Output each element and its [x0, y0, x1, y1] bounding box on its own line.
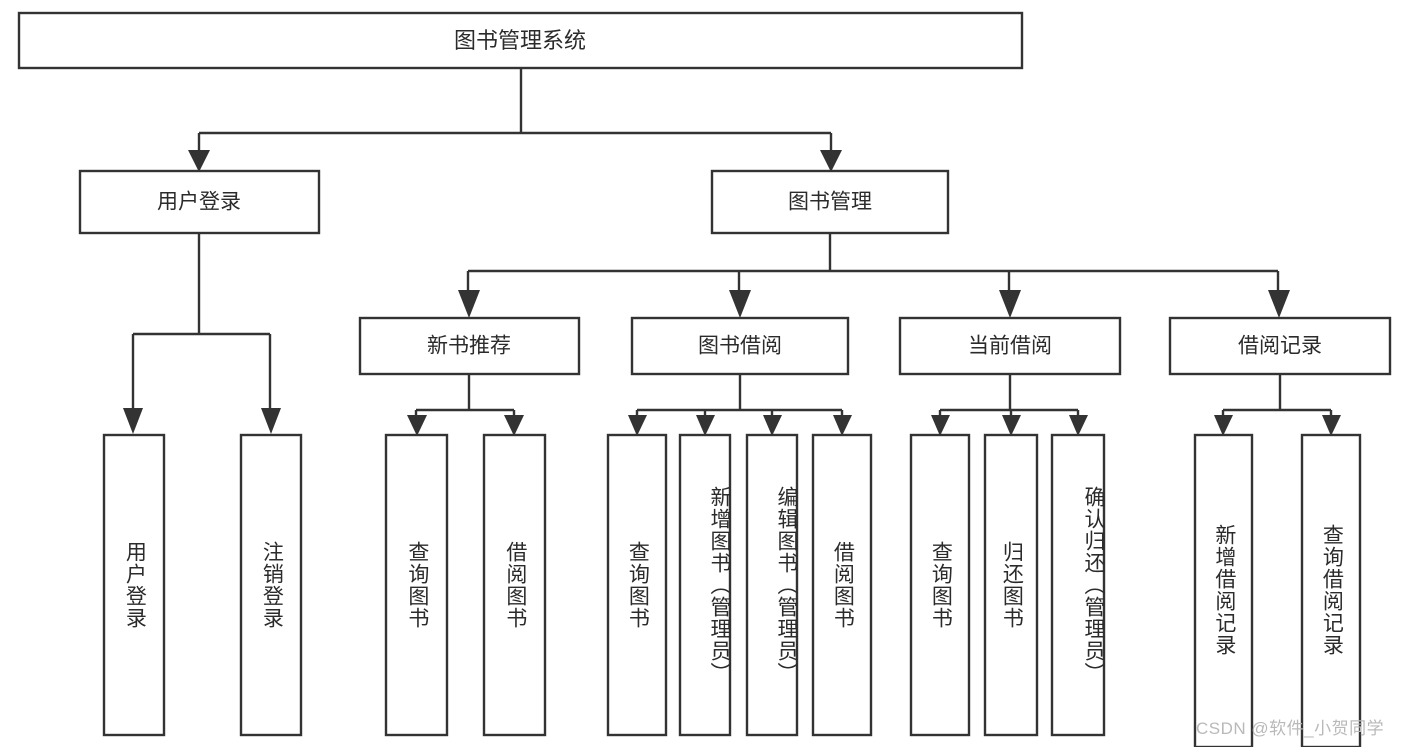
node-current-borrow-box[interactable]	[898, 316, 1122, 376]
arrow-to-book-borrow	[729, 290, 751, 318]
node-leaf-add-book-box[interactable]	[678, 433, 732, 737]
node-book-manage[interactable]: 图书管理	[710, 169, 950, 235]
node-leaf-edit-book-box[interactable]	[745, 433, 799, 737]
node-book-manage-label: 图书管理	[788, 191, 872, 214]
arrow-to-leaf-query-book-3	[931, 415, 950, 436]
arrow-to-leaf-return-book	[1002, 415, 1021, 436]
node-book-borrow[interactable]: 图书借阅	[630, 316, 850, 376]
node-new-book-recommend[interactable]: 新书推荐	[358, 316, 581, 376]
arrow-to-leaf-add-record	[1214, 415, 1233, 436]
arrow-to-current-borrow	[999, 290, 1021, 318]
node-leaf-return-book-box[interactable]	[983, 433, 1039, 737]
edge-bookborrow-bus	[635, 374, 844, 420]
edge-userlogin-bus	[131, 233, 272, 408]
arrow-to-new-book-recommend	[458, 290, 480, 318]
node-leaf-query-book-1-box[interactable]	[384, 433, 449, 737]
node-user-login[interactable]: 用户登录	[78, 169, 321, 235]
arrowheads-layer	[123, 150, 1341, 436]
edge-newbook-bus	[414, 374, 516, 420]
arrow-to-leaf-user-login	[123, 408, 143, 434]
node-borrow-record-label: 借阅记录	[1238, 335, 1322, 358]
arrow-to-leaf-logout	[261, 408, 281, 434]
arrow-to-leaf-borrow-book-2	[833, 415, 852, 436]
node-book-manage-box[interactable]	[710, 169, 950, 235]
node-leaf-query-book-2-box[interactable]	[606, 433, 668, 737]
node-current-borrow[interactable]: 当前借阅	[898, 316, 1122, 376]
node-root[interactable]: 图书管理系统	[17, 11, 1024, 70]
csdn-watermark: CSDN @软件_小贺同学	[1196, 719, 1385, 738]
arrow-to-book-manage	[820, 150, 842, 172]
arrow-to-leaf-borrow-book-1	[504, 415, 524, 436]
node-leaf-confirm-return-box[interactable]	[1050, 433, 1106, 737]
arrow-to-leaf-query-record	[1322, 415, 1341, 436]
arrow-to-user-login	[188, 150, 210, 172]
node-user-login-label: 用户登录	[157, 191, 241, 214]
node-leaf-logout-box[interactable]	[239, 433, 303, 737]
node-leaf-borrow-book-2-box[interactable]	[811, 433, 873, 737]
node-leaf-borrow-book-1-box[interactable]	[482, 433, 547, 737]
node-root-label: 图书管理系统	[454, 28, 586, 53]
node-leaf-query-record-box[interactable]	[1300, 433, 1362, 747]
arrow-to-leaf-add-book	[696, 415, 715, 436]
node-new-book-recommend-label: 新书推荐	[427, 335, 511, 358]
edge-borrowrecord-bus	[1221, 374, 1333, 420]
node-root-box[interactable]	[17, 11, 1024, 70]
arrow-to-leaf-edit-book	[763, 415, 782, 436]
edge-currentborrow-bus	[938, 374, 1080, 420]
node-book-borrow-label: 图书借阅	[698, 335, 782, 358]
arrow-to-borrow-record	[1268, 290, 1290, 318]
leaf-boxes-layer	[102, 433, 1362, 747]
node-borrow-record-box[interactable]	[1168, 316, 1392, 376]
node-current-borrow-label: 当前借阅	[968, 335, 1052, 358]
edge-root-bus	[197, 68, 833, 150]
arrow-to-leaf-confirm-return	[1069, 415, 1088, 436]
node-book-borrow-box[interactable]	[630, 316, 850, 376]
arrow-to-leaf-query-book-1	[407, 415, 427, 436]
node-leaf-add-record-box[interactable]	[1193, 433, 1254, 747]
node-borrow-record[interactable]: 借阅记录	[1168, 316, 1392, 376]
node-leaf-user-login-box[interactable]	[102, 433, 166, 737]
edges-layer	[131, 68, 1333, 420]
node-leaf-query-book-3-box[interactable]	[909, 433, 971, 737]
node-user-login-box[interactable]	[78, 169, 321, 235]
arrow-to-leaf-query-book-2	[628, 415, 647, 436]
edge-bookmanage-bus	[466, 233, 1280, 290]
node-new-book-recommend-box[interactable]	[358, 316, 581, 376]
